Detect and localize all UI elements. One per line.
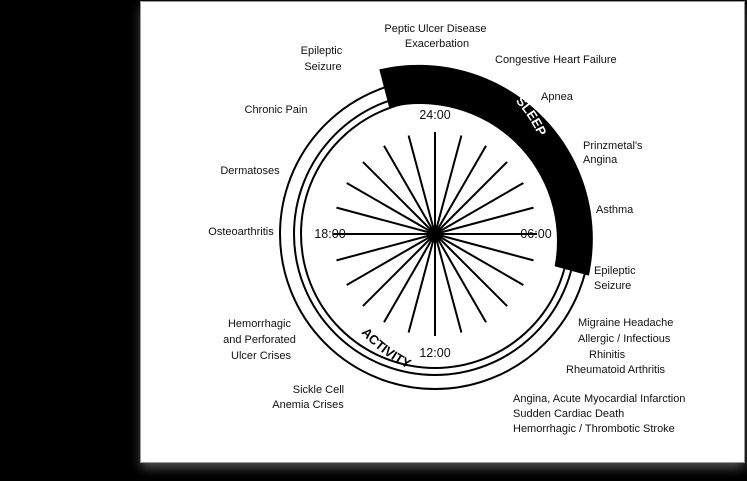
label-sickle-cell: Sickle Cell Anemia Crises (272, 384, 347, 411)
clock-spoke (434, 233, 524, 286)
label-dermatoses: Dermatoses (220, 165, 280, 177)
clock-spoke (346, 233, 436, 286)
label-chronic-pain: Chronic Pain (245, 104, 308, 116)
clock-spoke (336, 206, 436, 235)
label-migraine-group: Migraine Headache Allergic / Infectious … (566, 317, 676, 376)
clock-spoke (383, 145, 436, 235)
clock-spoke (336, 233, 436, 262)
clock-spoke (362, 233, 436, 307)
label-peptic-ulcer: Peptic Ulcer Disease Exacerbation (384, 23, 489, 50)
clock-label-06: 06:00 (520, 227, 551, 241)
clock-spoke (434, 135, 463, 235)
clock-spoke (434, 206, 534, 235)
clock-spoke (434, 161, 508, 235)
label-ulcer-crises: Hemorrhagic and Perforated Ulcer Crises (223, 318, 299, 362)
label-chf: Congestive Heart Failure (495, 54, 617, 66)
label-osteoarthritis: Osteoarthritis (208, 226, 274, 238)
clock-label-18: 18:00 (314, 227, 345, 241)
label-epileptic-left: Epileptic Seizure (301, 45, 346, 73)
clock-spoke (346, 182, 436, 235)
clock-spoke (383, 233, 436, 323)
label-prinzmetal: Prinzmetal's Angina (583, 140, 646, 166)
clock-spoke (407, 135, 436, 235)
label-epileptic-right: Epileptic Seizure (594, 265, 639, 292)
clock-spoke (434, 233, 508, 307)
label-asthma: Asthma (596, 204, 634, 216)
clock-circle (300, 99, 570, 369)
label-cardiovascular-group: Angina, Acute Myocardial Infarction Sudd… (513, 393, 689, 435)
clock-spoke (434, 233, 487, 323)
clock-spoke (434, 233, 463, 333)
clock-label-12: 12:00 (419, 346, 450, 360)
clock-spoke (434, 145, 487, 235)
label-apnea: Apnea (541, 91, 574, 103)
sleep-band (379, 64, 593, 276)
clock-spoke (434, 233, 534, 262)
clock-spoke (407, 233, 436, 333)
circadian-diagram: 24:00 06:00 12:00 18:00 SLEEP ACTIVITY P… (208, 23, 689, 435)
clock-label-24: 24:00 (419, 108, 450, 122)
clock-spoke (362, 161, 436, 235)
clock-spoke (434, 182, 524, 235)
clock-spokes (333, 132, 537, 336)
activity-band-label: ACTIVITY (359, 325, 414, 372)
figure-frame: 24:00 06:00 12:00 18:00 SLEEP ACTIVITY P… (141, 2, 744, 462)
